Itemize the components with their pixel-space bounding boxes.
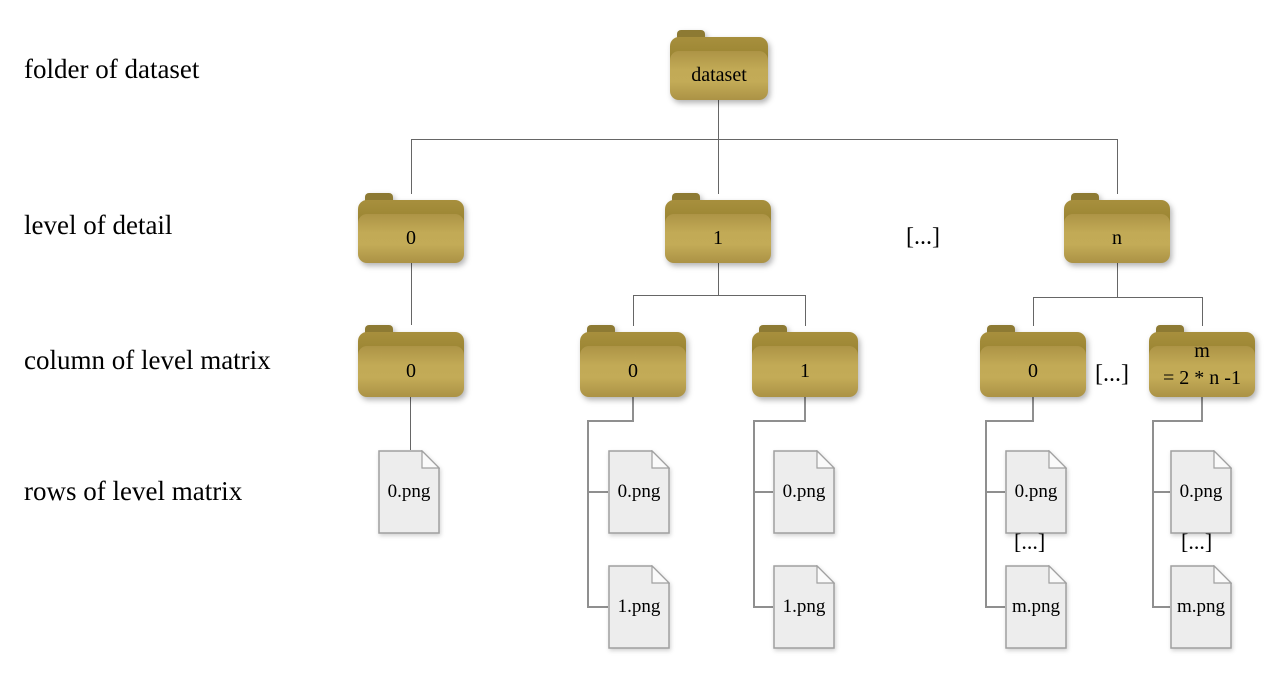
file-icon <box>1170 450 1232 534</box>
connector-line <box>1033 297 1203 298</box>
folder-column-n-0: 0 <box>980 325 1086 397</box>
file-icon <box>1170 565 1232 649</box>
row-label-folder-of-dataset: folder of dataset <box>24 54 200 84</box>
folder-level-n: n <box>1064 193 1170 263</box>
file-icon <box>1005 565 1067 649</box>
connector-line <box>632 397 634 422</box>
connector-line <box>587 420 589 608</box>
file-n-m-mpng: m.png <box>1170 565 1232 649</box>
rows-ellipsis: [...] <box>1014 529 1046 554</box>
file-icon <box>773 450 835 534</box>
connector-line <box>411 139 412 194</box>
folder-label: 1 <box>800 360 810 382</box>
connector-line <box>1201 397 1203 422</box>
row-label-rows-of-level-matrix: rows of level matrix <box>24 476 243 506</box>
level-ellipsis: [...] <box>906 224 940 250</box>
file-label: 0.png <box>1179 481 1223 502</box>
folder-dataset: dataset <box>670 30 768 100</box>
connector-line <box>753 606 773 608</box>
folder-column-1-0: 0 <box>580 325 686 397</box>
file-n-0-mpng: m.png <box>1005 565 1067 649</box>
folder-label: 0 <box>406 227 416 249</box>
file-n-0-0png: 0.png <box>1005 450 1067 534</box>
connector-line <box>1152 491 1170 493</box>
connector-line <box>587 606 608 608</box>
file-label: 1.png <box>617 596 661 617</box>
folder-icon <box>358 346 464 397</box>
connector-line <box>1202 297 1203 326</box>
file-0-0-0png: 0.png <box>378 450 440 534</box>
folder-label-line2: = 2 * n -1 <box>1163 367 1241 389</box>
folder-icon <box>580 346 686 397</box>
file-1-1-1png: 1.png <box>773 565 835 649</box>
connector-line <box>718 139 719 194</box>
folder-level-1: 1 <box>665 193 771 263</box>
connector-line <box>1152 420 1154 608</box>
connector-line <box>718 100 719 140</box>
file-icon <box>1005 450 1067 534</box>
connector-line <box>1033 297 1034 326</box>
connector-line <box>633 295 634 326</box>
connector-line <box>804 397 806 422</box>
folder-label: dataset <box>691 64 747 86</box>
file-label: m.png <box>1176 596 1226 617</box>
file-n-m-0png: 0.png <box>1170 450 1232 534</box>
connector-line <box>587 420 634 422</box>
column-ellipsis: [...] <box>1095 361 1129 387</box>
connector-line <box>985 491 1005 493</box>
connector-line <box>633 295 806 296</box>
connector-line <box>753 420 755 608</box>
file-1-0-1png: 1.png <box>608 565 670 649</box>
file-icon <box>608 565 670 649</box>
connector-line <box>985 420 1034 422</box>
connector-line <box>753 491 773 493</box>
file-1-1-0png: 0.png <box>773 450 835 534</box>
folder-icon <box>670 51 768 100</box>
folder-icon <box>980 346 1086 397</box>
file-label: 1.png <box>782 596 826 617</box>
folder-icon <box>665 214 771 263</box>
connector-line <box>1117 139 1118 194</box>
connector-line <box>1117 263 1118 298</box>
connector-line <box>985 606 1005 608</box>
folder-label: n <box>1112 227 1122 249</box>
folder-label: 0 <box>1028 360 1038 382</box>
folder-icon <box>1064 214 1170 263</box>
folder-icon <box>752 346 858 397</box>
connector-line <box>411 263 412 325</box>
folder-column-m: m = 2 * n -1 <box>1149 325 1255 397</box>
file-label: 0.png <box>1014 481 1058 502</box>
folder-label: 0 <box>406 360 416 382</box>
file-label: m.png <box>1011 596 1061 617</box>
connector-line <box>410 397 411 450</box>
connector-line <box>1032 397 1034 422</box>
folder-label: 1 <box>713 227 723 249</box>
file-icon <box>378 450 440 534</box>
connector-line <box>718 263 719 296</box>
connector-line <box>587 491 608 493</box>
file-label: 0.png <box>387 481 431 502</box>
connector-line <box>1152 606 1170 608</box>
folder-level-0: 0 <box>358 193 464 263</box>
row-label-level-of-detail: level of detail <box>24 210 173 240</box>
connector-line <box>985 420 987 608</box>
folder-icon <box>1149 346 1255 397</box>
folder-label: m = 2 * n -1 <box>1149 333 1255 397</box>
row-label-column-of-level-matrix: column of level matrix <box>24 345 271 375</box>
connector-line <box>1152 420 1203 422</box>
file-icon <box>773 565 835 649</box>
file-label: 0.png <box>782 481 826 502</box>
file-icon <box>608 450 670 534</box>
rows-ellipsis: [...] <box>1181 529 1213 554</box>
connector-line <box>805 295 806 326</box>
folder-label: 0 <box>628 360 638 382</box>
folder-label-line1: m <box>1194 340 1210 362</box>
connector-line <box>753 420 806 422</box>
folder-column-0-0: 0 <box>358 325 464 397</box>
connector-line <box>411 139 1118 140</box>
file-1-0-0png: 0.png <box>608 450 670 534</box>
file-label: 0.png <box>617 481 661 502</box>
folder-icon <box>358 214 464 263</box>
folder-column-1-1: 1 <box>752 325 858 397</box>
